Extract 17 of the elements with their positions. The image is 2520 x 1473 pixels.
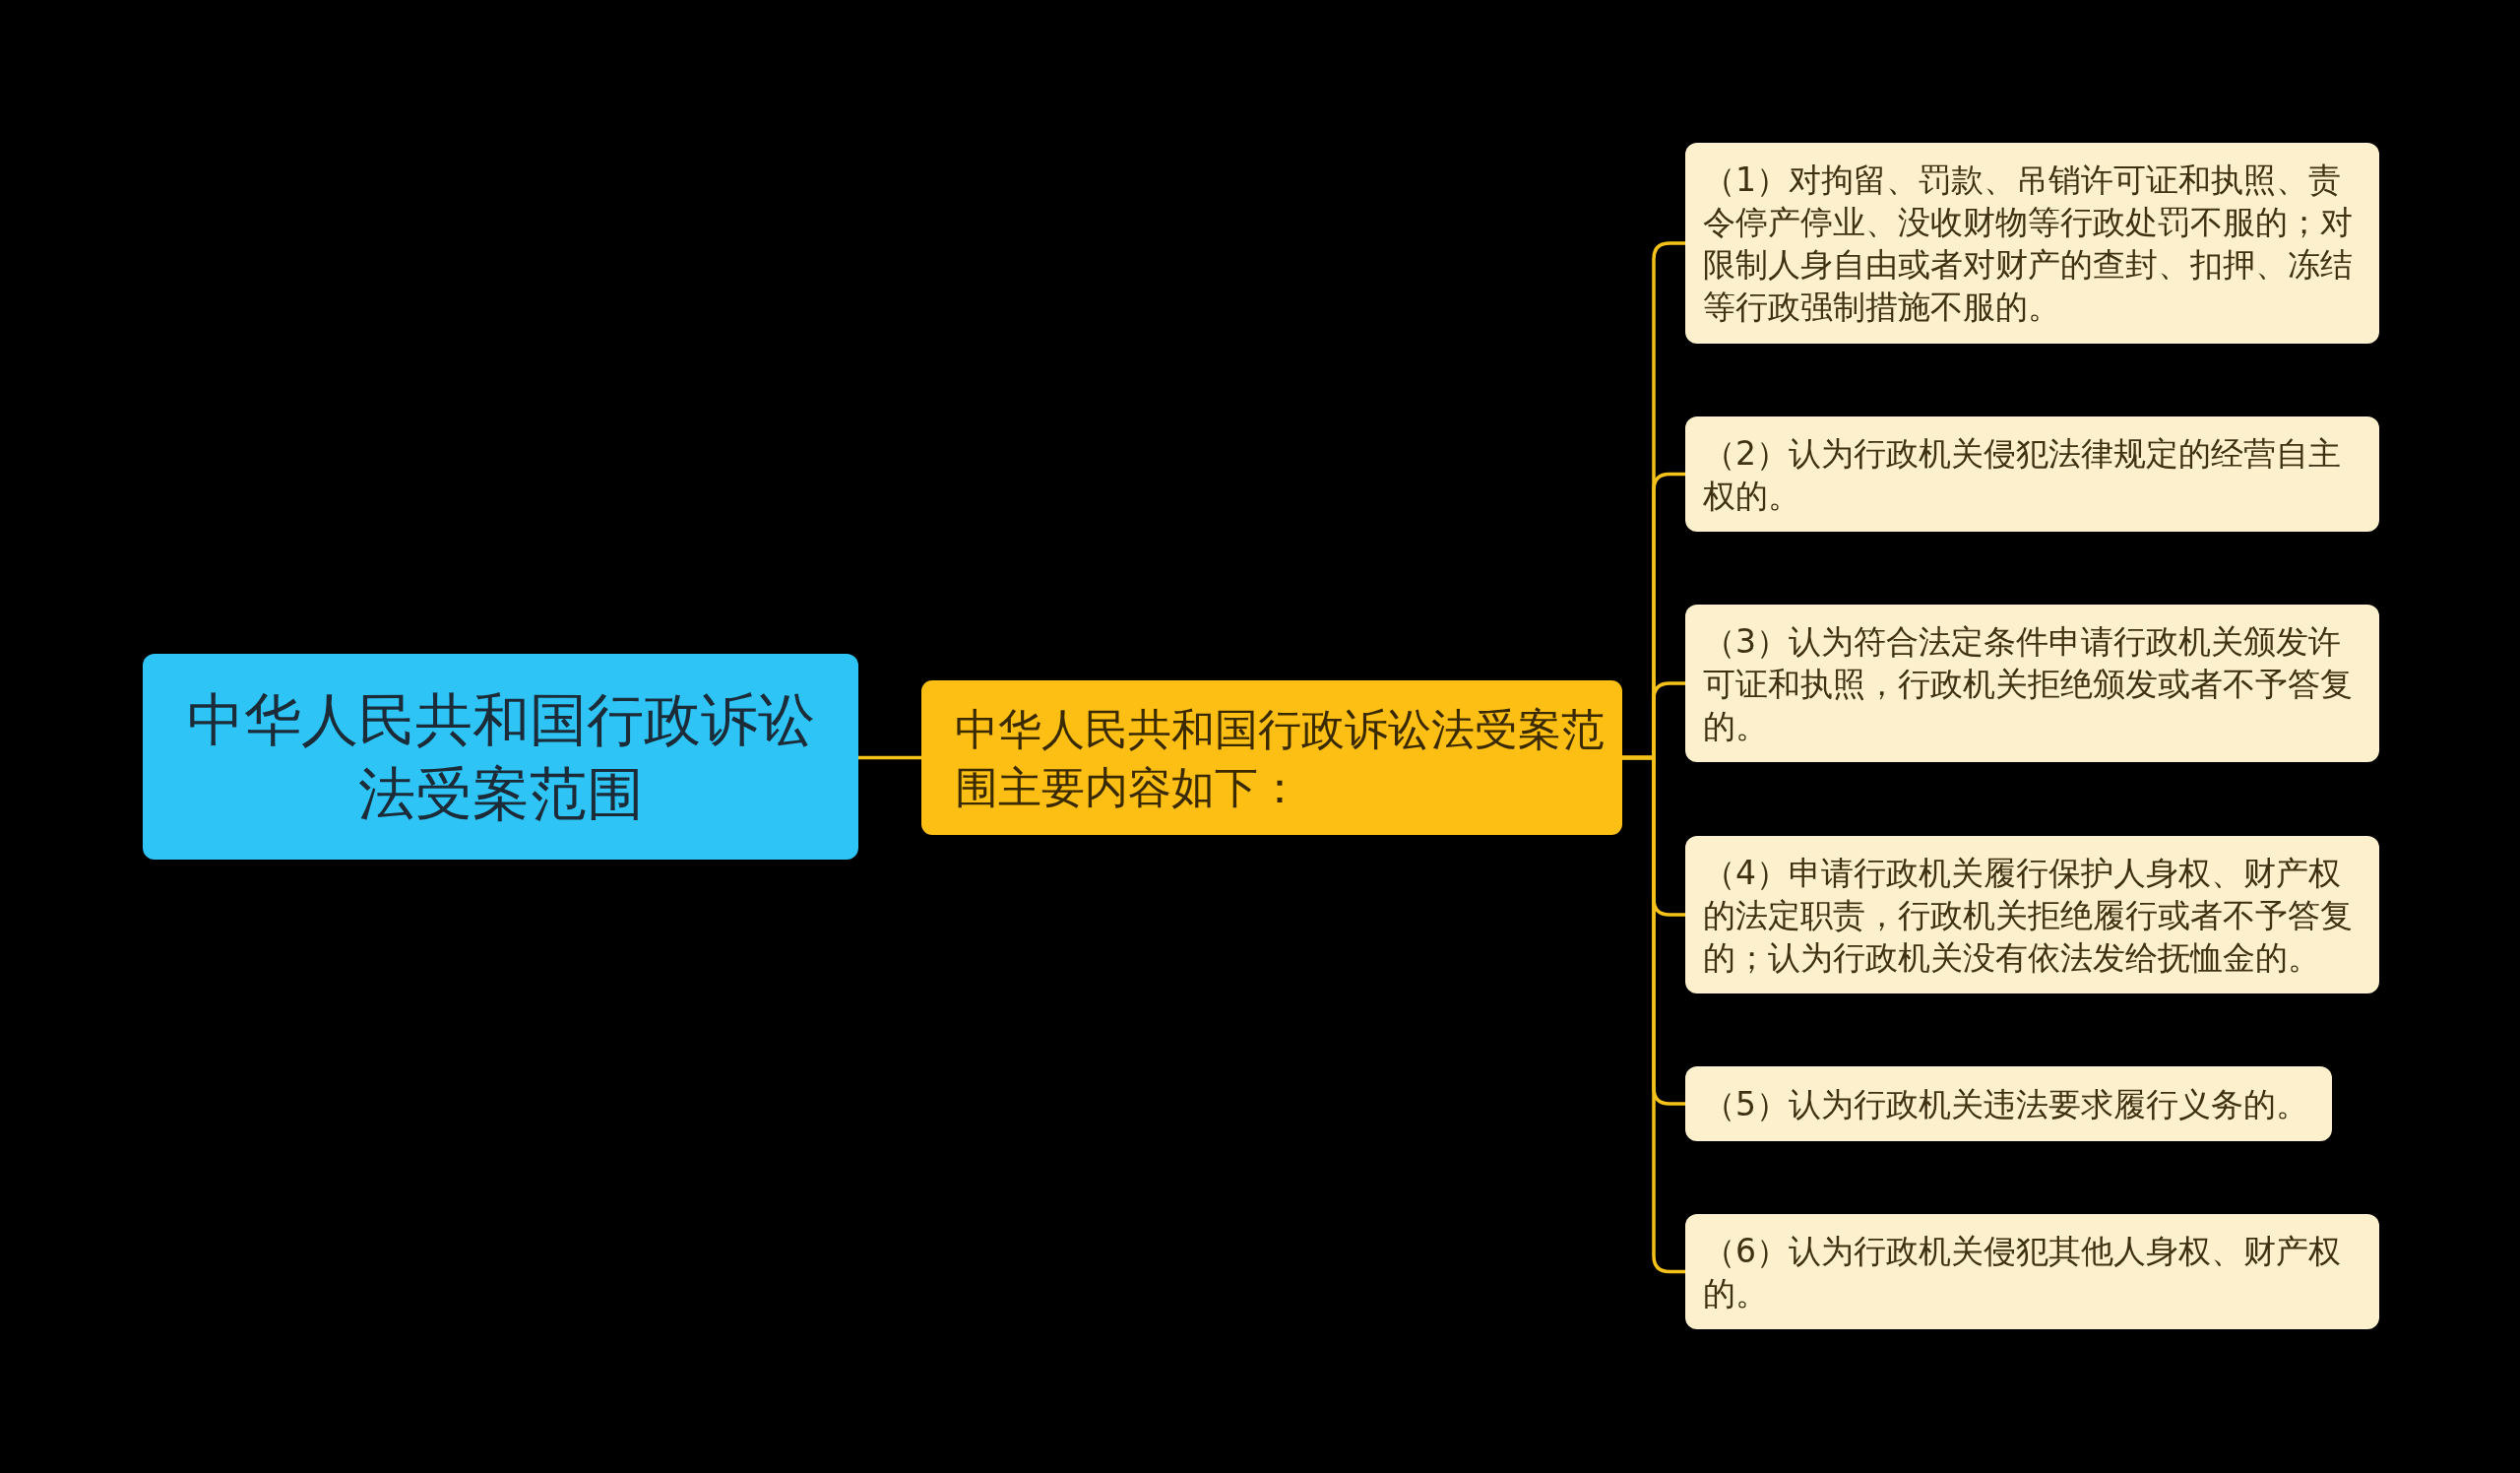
topic-text: （6）认为行政机关侵犯其他人身权、财产权的。 [1703, 1230, 2342, 1314]
topic-text: 中华人民共和国行政诉讼法受案范围主要内容如下： [955, 702, 1606, 814]
leaf-topic-box [1685, 605, 2379, 762]
central-topic-box [143, 654, 858, 860]
topic-text: 中华人民共和国行政诉讼法受案范围 [185, 684, 816, 829]
leaf-topic-box [1685, 416, 2379, 532]
leaf-topic-box [1685, 836, 2379, 993]
subtopic-box [921, 680, 1622, 835]
connector-line [858, 755, 921, 760]
leaf-topic-box [1685, 1066, 2332, 1141]
topic-text: （1）对拘留、罚款、吊销许可证和执照、责令停产停业、没收财物等行政处罚不服的；对限制人身自由或者对财产的查封、扣押、冻结等行政强制措施不服的。 [1703, 160, 2354, 328]
leaf-topic-box [1685, 143, 2379, 344]
leaf-topic-box [1685, 1214, 2379, 1329]
topic-text: （5）认为行政机关违法要求履行义务的。 [1703, 1083, 2309, 1125]
topic-text: （4）申请行政机关履行保护人身权、财产权的法定职责，行政机关拒绝履行或者不予答复的；认为行政机关没有依法发给抚恤金的。 [1703, 852, 2354, 979]
topic-text: （3）认为符合法定条件申请行政机关颁发许可证和执照，行政机关拒绝颁发或者不予答复的。 [1703, 620, 2354, 747]
topic-text: （2）认为行政机关侵犯法律规定的经营自主权的。 [1703, 432, 2342, 517]
